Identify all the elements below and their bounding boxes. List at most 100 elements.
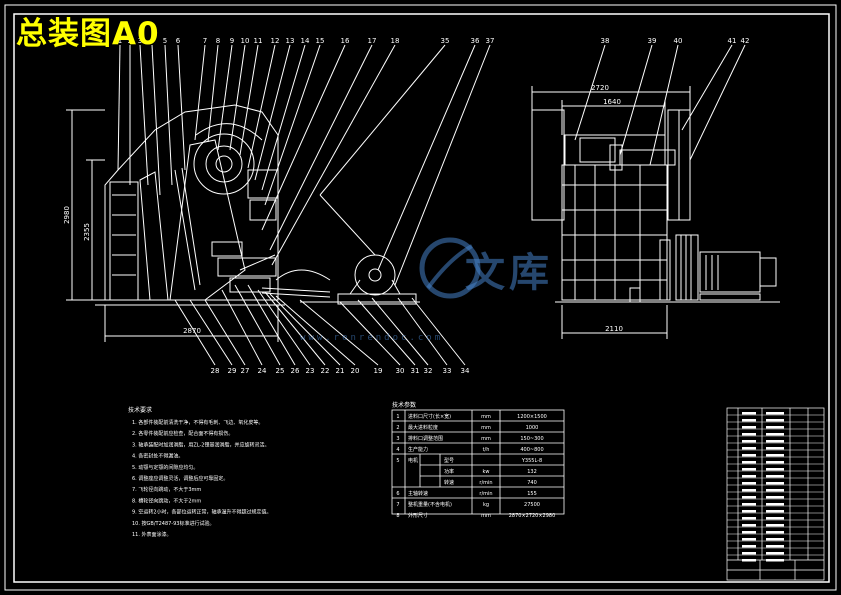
title-block-text-mark: [766, 426, 784, 429]
title-block-text-mark: [742, 475, 756, 478]
part-number-label: 28: [211, 367, 220, 375]
part-number-label: 32: [424, 367, 433, 375]
inner-frame: [13, 13, 830, 583]
title-block-text-mark: [766, 545, 784, 548]
title-block-text-mark: [742, 419, 756, 422]
outer-frame: [4, 4, 837, 591]
part-number-label: 26: [291, 367, 300, 375]
part-number-label: 34: [461, 367, 470, 375]
part-number-label: 24: [258, 367, 267, 375]
note-item: 5. 动颚与定颚的间隙应均匀。: [132, 464, 198, 471]
spec-no: 3: [396, 436, 399, 442]
part-number-label: 20: [351, 367, 360, 375]
spec-heading: 技术参数: [392, 401, 416, 409]
spec-value: 132: [527, 469, 537, 475]
spec-no: 8: [396, 513, 399, 519]
title-block-text-mark: [742, 468, 756, 471]
title-block-text-mark: [742, 524, 756, 527]
spec-name: 最大进料粒度: [408, 424, 438, 431]
title-block-text-mark: [766, 447, 784, 450]
part-number-label: 16: [341, 37, 350, 45]
motor-pulley: [354, 254, 396, 296]
part-number-label: 12: [271, 37, 280, 45]
watermark-logo-icon: [419, 237, 481, 299]
title-block-text-mark: [766, 482, 784, 485]
part-number-label: 35: [441, 37, 450, 45]
part-number-label: 17: [368, 37, 377, 45]
title-block-text-mark: [766, 468, 784, 471]
title-block-text-mark: [742, 545, 756, 548]
title-block-text-mark: [742, 489, 756, 492]
part-number-label: 39: [648, 37, 657, 45]
part-number-label: 38: [601, 37, 610, 45]
title-block-text-mark: [742, 426, 756, 429]
part-number-label: 41: [728, 37, 737, 45]
dim-2110: 2110: [605, 325, 623, 333]
title-block-text-mark: [742, 559, 756, 562]
note-item: 2. 各零件装配前应检查，配合面不得有损伤。: [132, 430, 233, 437]
flywheel: [193, 133, 255, 195]
spec-unit: r/min: [479, 491, 492, 497]
title-block-text-mark: [742, 412, 756, 415]
part-number-label: 11: [254, 37, 263, 45]
spec-sub: 转速: [444, 479, 454, 486]
title-block-text-mark: [766, 503, 784, 506]
spec-value: Y355L-8: [521, 458, 542, 464]
note-item: 3. 轴承装配时加润滑脂，用ZL-2锂基润滑脂，并应旋转灵活。: [132, 441, 269, 448]
part-number-label: 3: [138, 37, 142, 45]
movable-jaw: [169, 139, 246, 301]
title-block-text-mark: [742, 503, 756, 506]
part-number-label: 31: [411, 367, 420, 375]
title-block-text-mark: [742, 552, 756, 555]
part-number-label: 4: [150, 37, 155, 45]
spec-name: 外形尺寸: [408, 512, 428, 519]
dim-2720: 2720: [591, 84, 609, 92]
spec-name: 电机: [408, 457, 418, 464]
note-item: 8. 槽轮径向跳动，不大于2mm: [132, 497, 201, 504]
title-block-text-mark: [742, 440, 756, 443]
title-block-text-mark: [742, 538, 756, 541]
note-item: 4. 各密封处不得漏油。: [132, 453, 183, 460]
part-number-label: 30: [396, 367, 405, 375]
part-number-label: 27: [241, 367, 250, 375]
title-block-text-mark: [766, 489, 784, 492]
note-item: 9. 空运转2小时，各部位运转正常，轴承温升不得超过规定值。: [132, 509, 272, 516]
part-number-label: 5: [163, 37, 167, 45]
title-block-text-mark: [742, 510, 756, 513]
title-block-text-mark: [766, 552, 784, 555]
notes-heading: 技术要求: [128, 406, 152, 414]
note-item: 11. 外表面涂漆。: [132, 531, 172, 538]
title-block-text-marks: [742, 412, 784, 562]
title-block-text-mark: [766, 419, 784, 422]
spec-value: 27500: [524, 502, 540, 508]
part-number-label: 21: [336, 367, 345, 375]
part-number-label: 19: [374, 367, 383, 375]
spec-name: 进料口尺寸(长×宽): [408, 413, 451, 420]
spec-value: 150~300: [520, 436, 543, 442]
part-number-label: 15: [316, 37, 325, 45]
title-block-text-mark: [766, 412, 784, 415]
motor: [699, 251, 761, 293]
spec-unit: mm: [481, 425, 491, 431]
spec-name: 排料口调整范围: [408, 435, 443, 442]
title-block-text-mark: [766, 538, 784, 541]
spec-no: 1: [396, 414, 399, 420]
front-view: [66, 44, 491, 366]
note-item: 10. 按GB/T2487-93标准进行试验。: [132, 520, 214, 527]
note-item: 6. 调整座应调整灵活，调整后应可靠固定。: [132, 475, 228, 482]
part-number-label: 7: [203, 37, 207, 45]
part-number-label: 9: [230, 37, 234, 45]
part-number-label: 42: [741, 37, 750, 45]
title-block-text-mark: [742, 447, 756, 450]
part-number-label: 33: [443, 367, 452, 375]
title-block-text-mark: [742, 461, 756, 464]
part-number-label: 1: [118, 37, 122, 45]
title-block-text-mark: [766, 517, 784, 520]
spec-value: 2870×2720×2980: [509, 513, 556, 519]
notes-list: 1. 各部件装配前清洗干净，不得有毛刺、飞边、氧化皮等。2. 各零件装配前应检查…: [132, 419, 272, 538]
title-block-text-mark: [766, 440, 784, 443]
title-block-text-mark: [742, 454, 756, 457]
